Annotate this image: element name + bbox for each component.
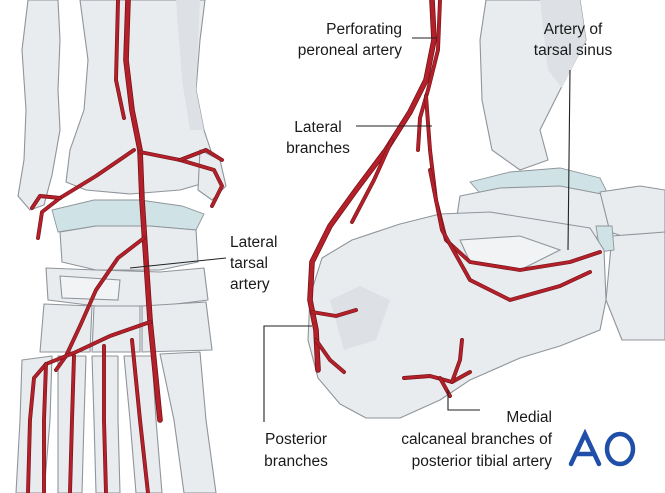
label-line: posterior tibial artery bbox=[412, 453, 553, 470]
label-perforating-peroneal-artery: Perforating peroneal artery bbox=[298, 21, 403, 59]
label-line: Posterior bbox=[265, 431, 327, 448]
label-artery-of-tarsal-sinus: Artery of tarsal sinus bbox=[534, 21, 613, 59]
left-foot-bones bbox=[15, 0, 227, 493]
label-line: tarsal sinus bbox=[534, 42, 613, 59]
label-line: Artery of bbox=[544, 21, 603, 38]
right-foot-bones bbox=[307, 0, 665, 419]
label-line: peroneal artery bbox=[298, 42, 403, 59]
label-line: Medial bbox=[506, 409, 552, 426]
label-line: Lateral bbox=[230, 234, 277, 251]
label-posterior-branches: Posterior branches bbox=[264, 431, 328, 470]
label-lateral-branches: Lateral branches bbox=[286, 119, 350, 157]
label-line: artery bbox=[230, 276, 270, 293]
label-line: branches bbox=[264, 453, 328, 470]
right-foot-arteries bbox=[307, 0, 602, 398]
label-line: calcaneal branches of bbox=[401, 431, 552, 448]
label-medial-calcaneal-branches: Medial calcaneal branches of posterior t… bbox=[401, 409, 552, 470]
label-line: Perforating bbox=[326, 21, 402, 38]
label-line: branches bbox=[286, 140, 350, 157]
ao-logo bbox=[568, 428, 636, 467]
label-line: tarsal bbox=[230, 255, 268, 272]
leader-lines bbox=[129, 37, 571, 422]
label-line: Lateral bbox=[294, 119, 341, 136]
label-lateral-tarsal-artery: Lateral tarsal artery bbox=[230, 234, 277, 293]
left-foot-arteries bbox=[26, 0, 224, 493]
